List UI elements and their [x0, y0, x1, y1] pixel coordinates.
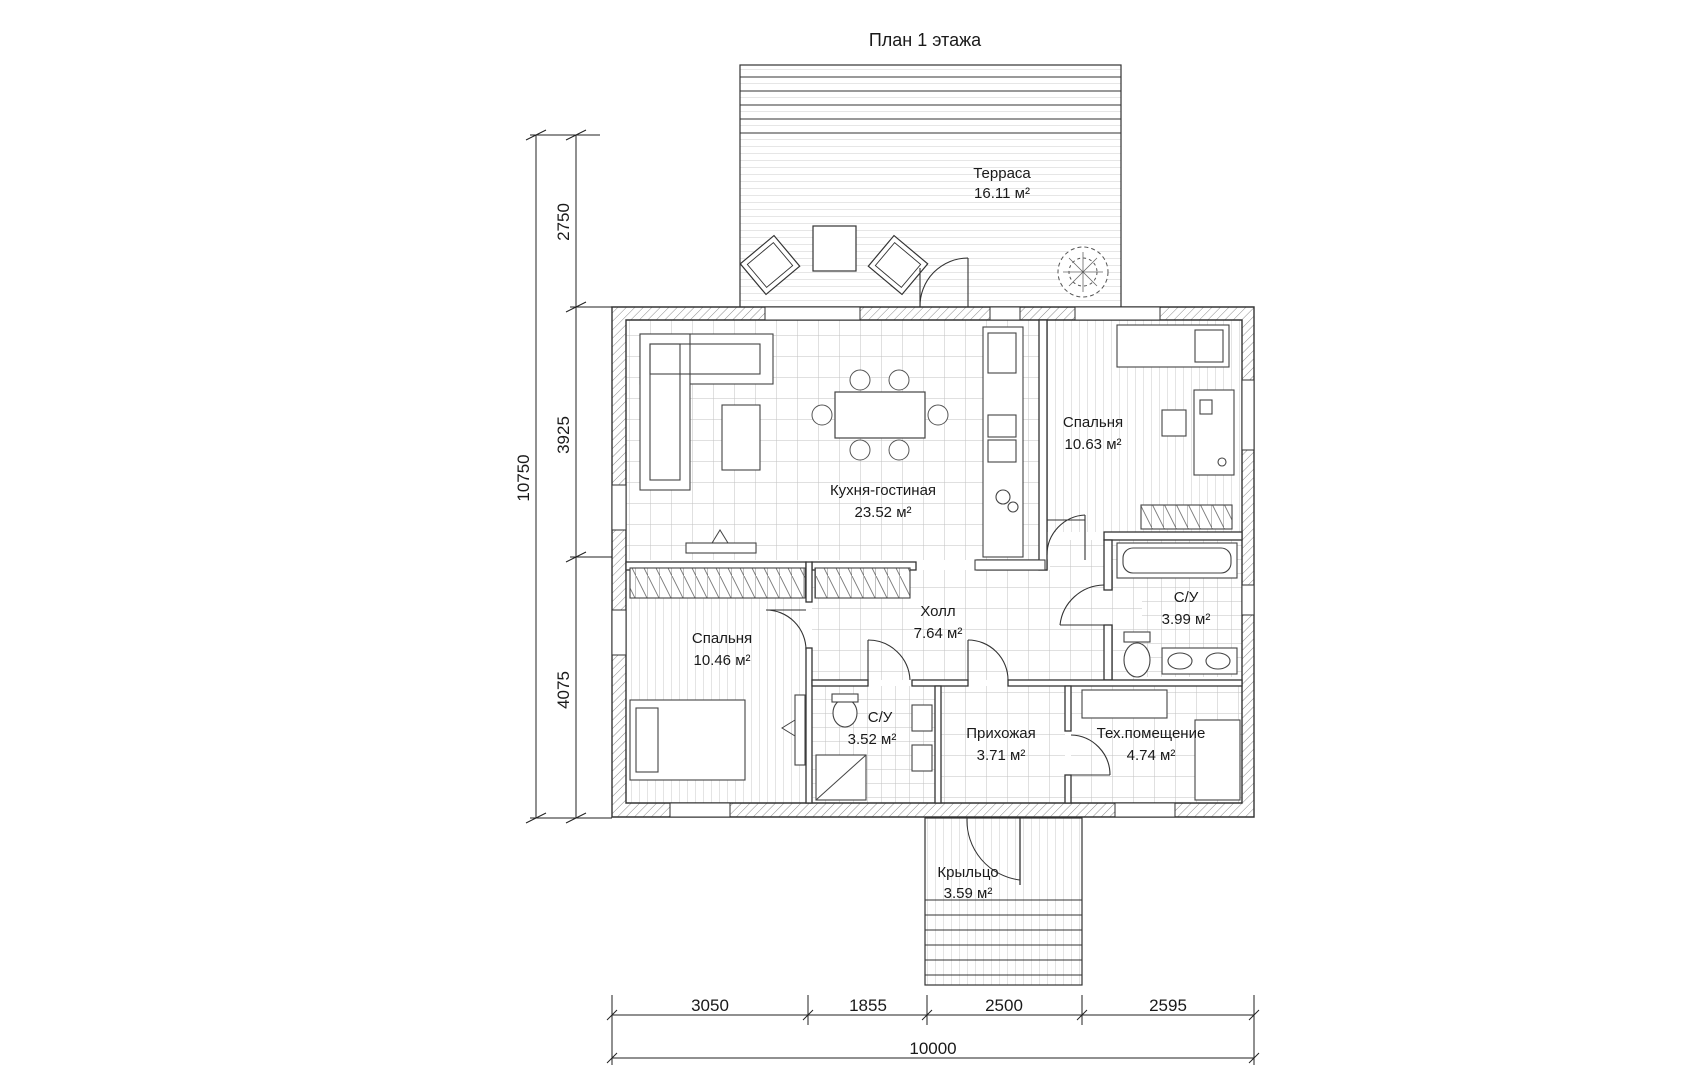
- desk-icon: [1193, 389, 1235, 476]
- bed-icon: [629, 699, 746, 781]
- tech-equipment-icon: [1081, 689, 1241, 801]
- terrace-area: 16.11 м²: [974, 185, 1030, 202]
- double-sink-icon: [1161, 647, 1238, 675]
- terrace-door-icon: [919, 257, 969, 308]
- toilet-icon: [1123, 631, 1151, 678]
- bathtub-icon: [1116, 542, 1238, 579]
- tv-stand-icon: [781, 694, 806, 766]
- bath2-area: 3.52 м²: [848, 731, 897, 748]
- bedroom1-area: 10.63 м²: [1064, 436, 1121, 453]
- porch-name: Крыльцо: [937, 864, 998, 881]
- kitchen-counter-icon: [974, 326, 1046, 571]
- plan-title: План 1 этажа: [869, 30, 982, 50]
- tech-area: 4.74 м²: [1127, 747, 1176, 764]
- bedroom1-name: Спальня: [1063, 414, 1123, 431]
- tech-door-icon: [1070, 734, 1111, 776]
- dim-h-2595: 2595: [1149, 996, 1187, 1015]
- terrace-chair-icon: [867, 234, 929, 296]
- bath1-area: 3.99 м²: [1162, 611, 1211, 628]
- bedroom1-door-icon: [1046, 514, 1086, 560]
- porch: [924, 817, 1083, 986]
- bed-icon: [1116, 324, 1230, 368]
- terrace-name: Терраса: [973, 165, 1031, 182]
- bath1-name: С/У: [1174, 589, 1199, 606]
- dim-h-3050: 3050: [691, 996, 729, 1015]
- bath2-name: С/У: [868, 709, 893, 726]
- hall-area: 7.64 м²: [914, 625, 963, 642]
- shower-icon: [815, 754, 867, 801]
- dim-v-total: 10750: [514, 454, 533, 501]
- porch-door-icon: [966, 817, 1021, 885]
- bedroom2-door-icon: [765, 609, 807, 651]
- terrace: [739, 64, 1122, 309]
- coffee-table-icon: [721, 404, 761, 471]
- entry-area: 3.71 м²: [977, 747, 1026, 764]
- dim-v-3925: 3925: [554, 416, 573, 454]
- bedroom2-area: 10.46 м²: [693, 652, 750, 669]
- vertical-dimensions: [525, 129, 612, 824]
- entry-door-icon: [967, 639, 1009, 681]
- windows: [611, 306, 1255, 818]
- kitchen-area: 23.52 м²: [854, 504, 911, 521]
- hall-name: Холл: [920, 603, 955, 620]
- terrace-table-icon: [812, 225, 857, 272]
- dim-h-1855: 1855: [849, 996, 887, 1015]
- kitchen-name: Кухня-гостиная: [830, 482, 936, 499]
- porch-area: 3.59 м²: [944, 885, 993, 902]
- wardrobe-icon: [1140, 504, 1233, 530]
- dim-v-2750: 2750: [554, 203, 573, 241]
- bedroom2-name: Спальня: [692, 630, 752, 647]
- dim-v-4075: 4075: [554, 671, 573, 709]
- sink-icon: [911, 704, 933, 772]
- hall-wardrobe-icon: [629, 567, 911, 599]
- bath2-door-icon: [867, 639, 911, 681]
- sofa-icon: [639, 333, 774, 491]
- tech-name: Тех.помещение: [1097, 725, 1206, 742]
- entry-name: Прихожая: [966, 725, 1036, 742]
- plant-icon: [1057, 246, 1109, 298]
- dim-h-total: 10000: [909, 1039, 956, 1058]
- terrace-chair-icon: [739, 234, 801, 296]
- office-chair-icon: [1161, 409, 1187, 437]
- horizontal-dimensions: [606, 995, 1260, 1065]
- dim-h-2500: 2500: [985, 996, 1023, 1015]
- bath1-door-icon: [1059, 584, 1105, 626]
- doors: [765, 257, 1111, 776]
- dining-table-icon: [811, 369, 949, 461]
- tv-stand-icon: [685, 529, 757, 554]
- toilet-icon: [831, 693, 859, 728]
- interior-walls: [625, 319, 1243, 804]
